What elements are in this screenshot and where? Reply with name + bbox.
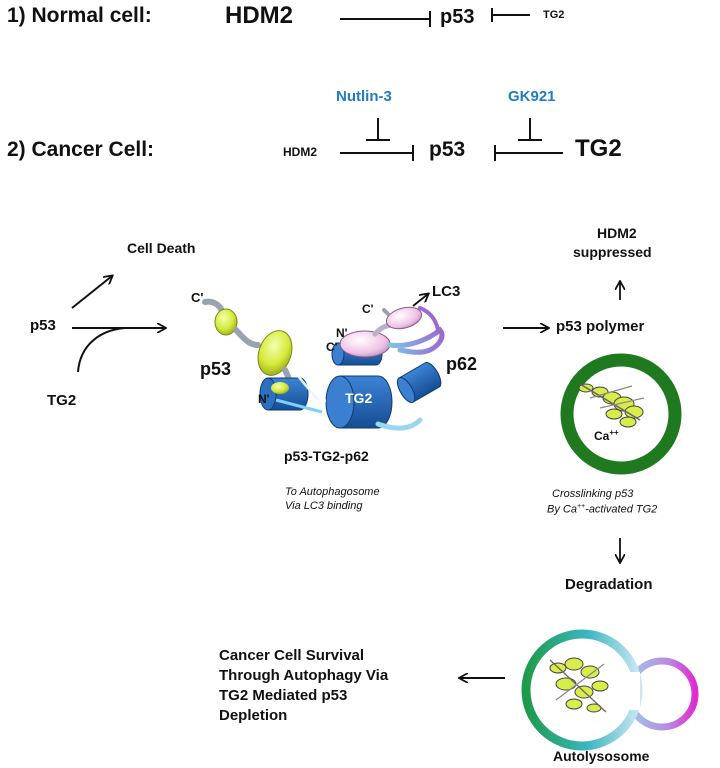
crosslink-line2: By Ca++-activated TG2	[547, 503, 657, 516]
nutlin3-label: Nutlin-3	[336, 88, 392, 105]
lc3-label: LC3	[432, 283, 461, 300]
panel1-heading: 1) Normal cell:	[7, 4, 152, 27]
panel1-p53-label: p53	[440, 6, 475, 28]
crosslink-by-ca: By Ca	[547, 503, 577, 516]
crosslink-charge: ++	[576, 503, 586, 510]
p53-input-label: p53	[30, 317, 56, 334]
survival-line4: Depletion	[219, 707, 288, 724]
gk921-inhibition-bar	[518, 118, 542, 141]
calcium-symbol: Ca	[594, 429, 610, 443]
complex-note-line2: Via LC3 binding	[285, 500, 363, 512]
hdm2-suppressed-line1: HDM2	[597, 225, 637, 241]
crosslink-activated-tg2: -activated TG2	[585, 503, 658, 516]
panel2-p53-label: p53	[429, 138, 466, 161]
gk921-label: GK921	[508, 88, 556, 105]
panel2-hdm2-inhibits-p53	[340, 145, 414, 161]
panel2-tg2-inhibits-p53	[494, 145, 563, 161]
panel1-tg2-inhibits-p53	[491, 8, 530, 22]
panel1-tg2-label: TG2	[543, 9, 565, 21]
panel2-hdm2-label: HDM2	[283, 145, 318, 159]
p53-polymer-label: p53 polymer	[556, 318, 645, 335]
complex-n-prime-1: N'	[258, 392, 270, 406]
arrow-to-cell-death	[71, 276, 112, 309]
complex-p62-label: p62	[446, 354, 478, 374]
complex-tg2-label: TG2	[345, 390, 373, 406]
complex-c-prime-1: C'	[191, 290, 204, 305]
panel1-hdm2-label: HDM2	[225, 2, 294, 29]
calcium-charge: ++	[609, 428, 619, 437]
complex-n-prime-3: N'	[336, 326, 348, 340]
autolysosome-art	[521, 629, 699, 751]
cell-death-label: Cell Death	[127, 240, 196, 256]
degradation-label: Degradation	[565, 576, 653, 593]
autolysosome-label: Autolysosome	[553, 748, 650, 764]
complex-note-line1: To Autophagosome	[285, 486, 380, 498]
crosslink-line1: Crosslinking p53	[552, 488, 634, 500]
tg2-input-label: TG2	[47, 392, 77, 409]
survival-line3: TG2 Mediated p53	[219, 687, 348, 704]
panel2-heading: 2) Cancer Cell:	[7, 138, 155, 161]
tg2-joining-curve	[77, 327, 126, 373]
complex-p53-label: p53	[200, 359, 232, 379]
hdm2-suppressed-line2: suppressed	[573, 244, 652, 260]
p53-tg2-p62-complex-art	[202, 298, 445, 431]
complex-c-prime-3: C'	[362, 302, 374, 316]
p53-polymer-vesicle	[560, 353, 682, 475]
complex-n-prime-2: N'	[316, 398, 327, 410]
panel1-hdm2-inhibits-p53	[340, 11, 431, 27]
nutlin3-inhibition-bar	[366, 118, 390, 141]
panel2-tg2-label: TG2	[575, 135, 622, 162]
arrow-to-lc3	[412, 294, 428, 307]
complex-name-label: p53-TG2-p62	[284, 448, 369, 464]
survival-line2: Through Autophagy Via	[219, 667, 389, 684]
calcium-label: Ca++	[594, 428, 619, 443]
complex-c-prime-2: C'	[326, 340, 338, 354]
survival-line1: Cancer Cell Survival	[219, 647, 365, 664]
